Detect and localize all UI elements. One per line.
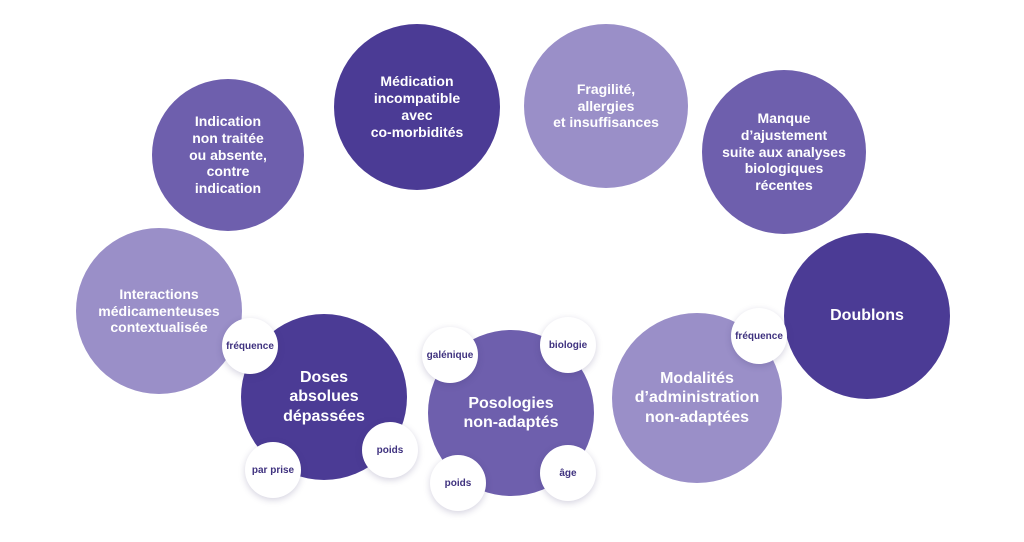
node-ajustement-label: Manque d’ajustement suite aux analyses b… xyxy=(722,110,846,194)
node-medication-comorbidites: Médication incompatible avec co-morbidit… xyxy=(334,24,500,190)
node-doublons: Doublons xyxy=(784,233,950,399)
node-interactions-label: Interactions médicamenteuses contextuali… xyxy=(98,285,220,336)
tag-posologies-biologie: biologie xyxy=(540,317,596,373)
node-fragilite-label: Fragilité, allergies et insuffisances xyxy=(553,80,659,131)
node-posologies-label: Posologies non-adaptés xyxy=(463,394,559,431)
tag-doses-frequence: fréquence xyxy=(222,318,278,374)
node-ajustement-biologique: Manque d’ajustement suite aux analyses b… xyxy=(702,70,866,234)
node-doublons-label: Doublons xyxy=(830,307,904,325)
node-modalites-label: Modalités d’administration non-adaptées xyxy=(634,370,760,426)
tag-doses-poids: poids xyxy=(362,422,418,478)
node-indication: Indication non traitée ou absente, contr… xyxy=(152,79,304,231)
node-medication-label: Médication incompatible avec co-morbidit… xyxy=(370,73,464,140)
tag-posologies-poids: poids xyxy=(430,455,486,511)
node-indication-label: Indication non traitée ou absente, contr… xyxy=(189,113,267,197)
node-interactions: Interactions médicamenteuses contextuali… xyxy=(76,228,242,394)
node-fragilite: Fragilité, allergies et insuffisances xyxy=(524,24,688,188)
tag-posologies-age: âge xyxy=(540,445,596,501)
tag-modalites-frequence: fréquence xyxy=(731,308,787,364)
tag-posologies-galenique: galénique xyxy=(422,327,478,383)
node-doses-label: Doses absolues dépassées xyxy=(283,369,365,425)
tag-doses-par-prise: par prise xyxy=(245,442,301,498)
